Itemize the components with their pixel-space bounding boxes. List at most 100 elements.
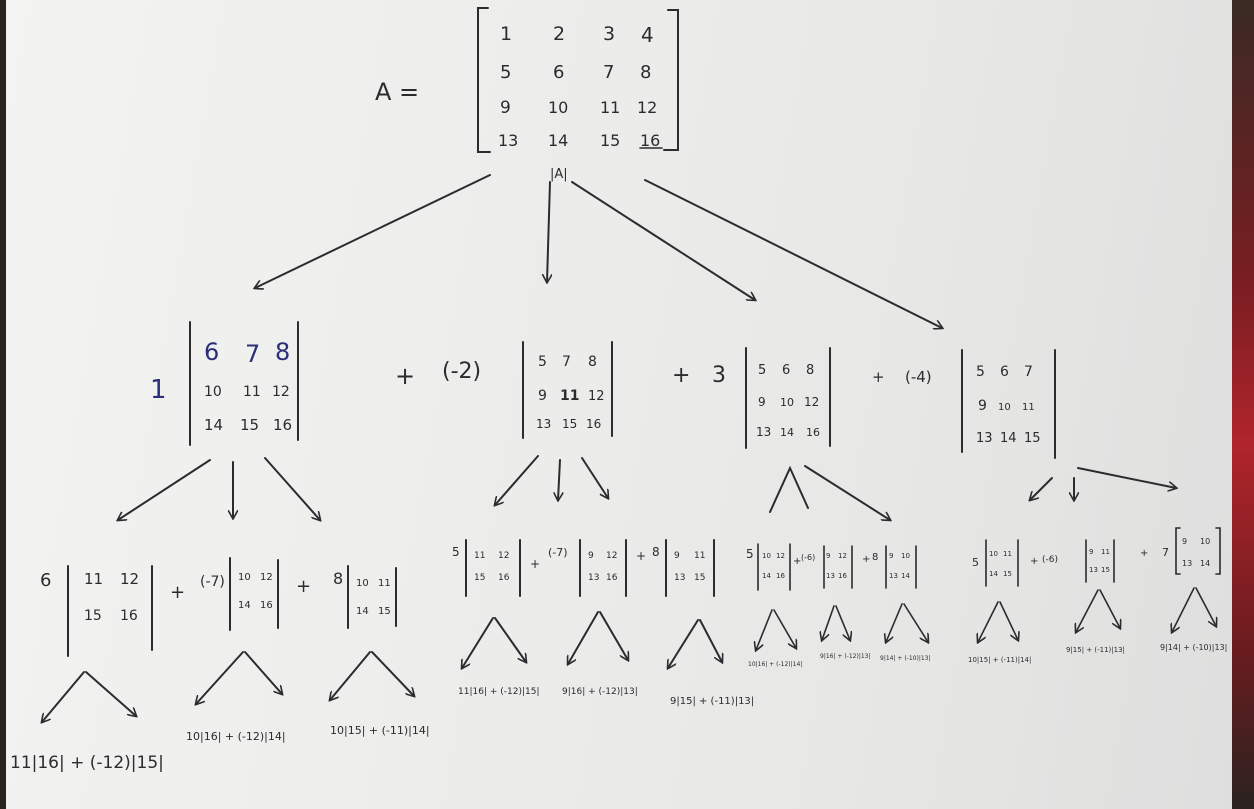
matrix-a-cell: 5	[500, 62, 511, 83]
coefficient: 5	[452, 545, 460, 559]
matrix-a-cell: 16	[640, 131, 660, 150]
coefficient: (-4)	[905, 368, 932, 386]
entry: 9	[826, 552, 830, 560]
matrix-a-cell: 2	[553, 23, 565, 45]
entry: 10	[780, 396, 794, 409]
level3-arrows	[42, 587, 1216, 722]
coefficient: 7	[1162, 546, 1169, 559]
entry: 8	[806, 363, 814, 378]
entry: 15	[1101, 566, 1110, 574]
entry: 15	[474, 573, 485, 583]
arrow	[822, 605, 835, 640]
expansion-text: 10|16| + (-12)|14|	[748, 661, 802, 668]
matrix-a-cell: 8	[640, 62, 651, 83]
entry: 8	[588, 354, 597, 370]
arrow	[196, 651, 244, 704]
entry: 16	[776, 572, 785, 580]
expansion-text: 9|16| + (-12)|13|	[820, 653, 871, 660]
arrow	[978, 601, 999, 642]
entry: 13	[1089, 566, 1098, 574]
arrow	[644, 179, 942, 328]
arrow	[1099, 589, 1120, 628]
level2-term: + (-6) 9 11 13 15	[1030, 539, 1115, 583]
entry: 15	[562, 417, 577, 431]
level2-term: 5 11 12 15 16	[452, 539, 521, 597]
entry: 8	[275, 338, 290, 366]
expansion-text: 10|15| + (-11)|14|	[968, 656, 1031, 664]
arrow	[668, 619, 699, 668]
arrow	[804, 465, 890, 520]
entry: 10	[989, 550, 998, 558]
expansion-text: 11|16| + (-12)|15|	[10, 753, 164, 773]
entry: 10	[204, 384, 222, 400]
plus-sign: +	[296, 576, 311, 597]
level1-arrows	[255, 174, 942, 328]
entry: 16	[260, 600, 273, 611]
arrow	[371, 651, 414, 696]
matrix-a-cell: 3	[603, 23, 615, 45]
determinant-label: |A|	[550, 167, 568, 182]
arrow	[118, 459, 211, 520]
entry: 16	[586, 417, 601, 431]
matrix-a-cell: 11	[600, 98, 620, 117]
entry: 10	[901, 552, 910, 560]
matrix-a-cell: 4	[641, 23, 654, 47]
entry: 5	[758, 363, 766, 378]
expansion-text: 9|15| + (-11)|13|	[1066, 646, 1125, 654]
entry: 9	[674, 551, 680, 561]
expansion-text: 9|16| + (-12)|13|	[562, 687, 638, 697]
entry: 14	[204, 416, 223, 434]
entry: 13	[1182, 559, 1192, 568]
entry: 13	[588, 573, 599, 583]
entry: 10	[356, 578, 369, 589]
right-bracket	[663, 9, 679, 151]
entry: 12	[804, 395, 819, 409]
entry: 7	[1024, 364, 1033, 380]
entry: 15	[1003, 570, 1012, 578]
arrow	[494, 617, 526, 662]
level2-term: + (-7) 9 12 13 16	[530, 539, 627, 597]
coefficient: 1	[150, 375, 167, 405]
coefficient: 6	[40, 570, 51, 591]
entry: 13	[889, 572, 898, 580]
plus-sign: +	[672, 363, 690, 388]
coefficient: (-2)	[442, 359, 481, 384]
arrow	[1172, 587, 1195, 632]
level2-term: + (-7) 10 12 14 16	[170, 557, 279, 631]
entry: 15	[378, 606, 391, 617]
arrow	[773, 609, 796, 648]
arrow	[264, 457, 320, 520]
plus-sign: +	[862, 554, 870, 565]
entry: 12	[120, 570, 139, 588]
entry: 15	[84, 608, 102, 624]
arrow	[495, 455, 539, 505]
entry: 11	[694, 551, 705, 561]
entry: 9	[1182, 537, 1187, 546]
level3-results: 11|16| + (-12)|15| 10|16| + (-12)|14| 10…	[10, 643, 1227, 773]
entry: 15	[1024, 431, 1041, 446]
expansion-text: 9|14| + (-10)|13|	[1160, 643, 1227, 652]
entry: 11	[560, 388, 579, 404]
arrow	[1195, 587, 1216, 626]
entry: 6	[1000, 364, 1009, 380]
entry: 13	[976, 431, 993, 446]
entry: 16	[498, 573, 510, 583]
level1-term: + (-4) 5 6 7 9 10 11 13 14 15	[872, 349, 1056, 459]
entry: 11	[1003, 550, 1012, 558]
det-bar	[1215, 527, 1221, 575]
entry: 16	[273, 416, 292, 434]
coefficient: (-7)	[548, 546, 568, 559]
entry: 14	[780, 426, 794, 439]
arrow	[244, 651, 282, 694]
entry: 16	[806, 426, 820, 439]
level1-term: + 3 5 6 8 9 10 12 13 14 16	[672, 347, 831, 449]
coefficient: 8	[872, 552, 878, 563]
background-edge	[1232, 0, 1254, 809]
level2-term: 5 10 11 14 15	[972, 539, 1019, 587]
entry: 9	[538, 388, 547, 404]
arrow	[599, 611, 628, 660]
entry: 11	[474, 551, 485, 561]
entry: 14	[238, 600, 251, 611]
arrow	[255, 174, 491, 288]
